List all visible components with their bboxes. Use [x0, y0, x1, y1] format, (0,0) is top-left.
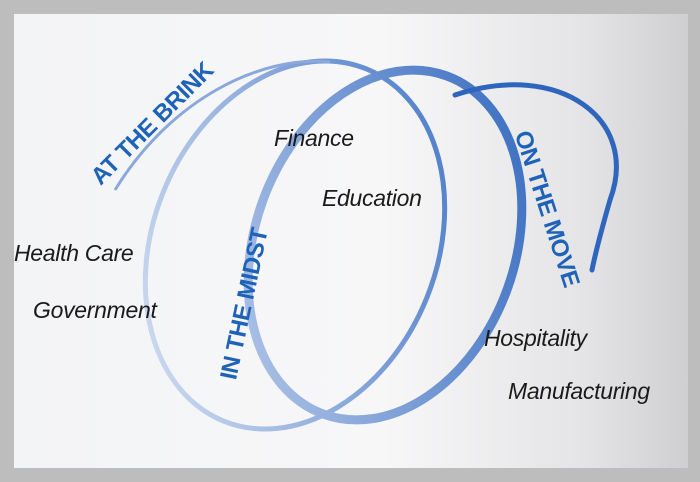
ring-at-the-brink	[142, 58, 448, 432]
ring-brink-top	[113, 59, 331, 191]
sector-health-care: Health Care	[14, 240, 134, 266]
sector-finance: Finance	[274, 125, 354, 151]
sector-education: Education	[322, 185, 422, 211]
sector-hospitality: Hospitality	[484, 325, 587, 351]
sector-manufacturing: Manufacturing	[508, 378, 650, 404]
ring-on-the-move	[452, 82, 619, 273]
sector-government: Government	[33, 297, 157, 323]
ring-in-the-midst	[243, 65, 527, 425]
